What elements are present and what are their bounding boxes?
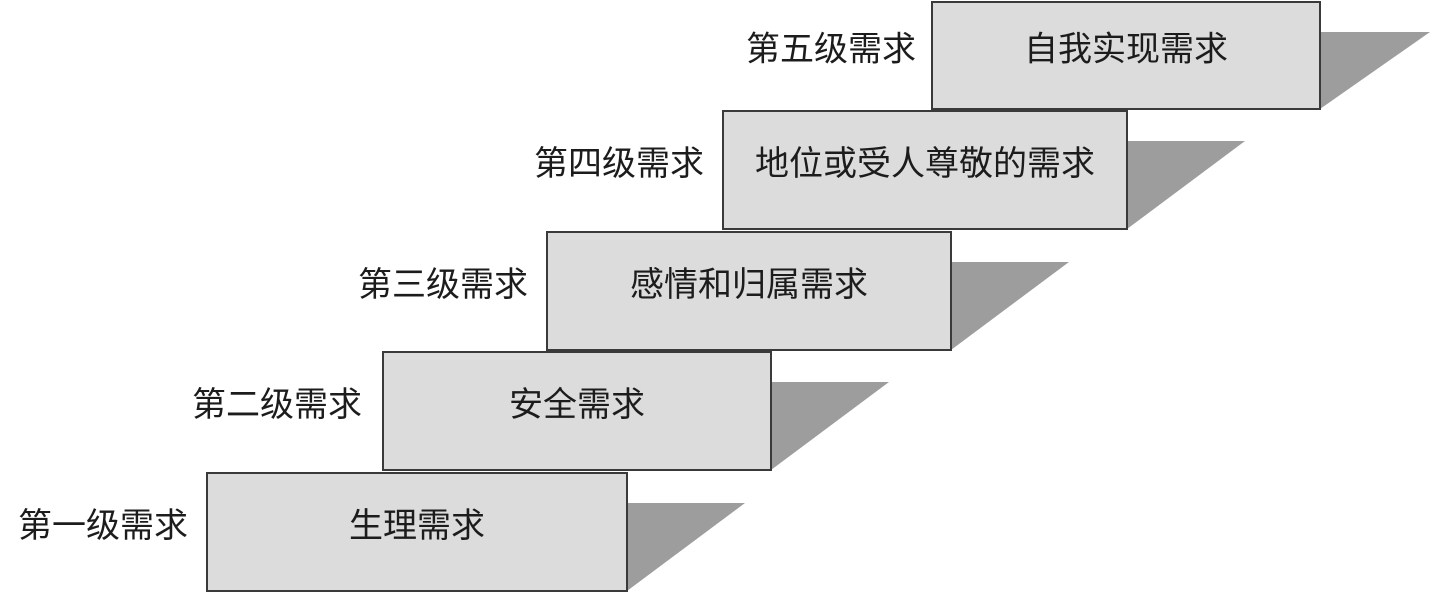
step-4: 地位或受人尊敬的需求 第四级需求 [534, 110, 1245, 230]
step-5-need-label: 自我实现需求 [1024, 30, 1228, 70]
steps-group: 生理需求第一级需求安全需求第二级需求感情和归属需求第三级需求地位或受人尊敬的需求… [18, 1, 1430, 592]
step-5: 自我实现需求 第五级需求 [746, 1, 1430, 110]
step-2: 安全需求 第二级需求 [192, 351, 889, 471]
step-1-level-label: 第一级需求 [18, 506, 188, 546]
step-1: 生理需求 第一级需求 [18, 472, 745, 592]
step-1-need-label: 生理需求 [349, 506, 485, 546]
step-3-box [546, 231, 952, 351]
step-3-need-label: 感情和归属需求 [630, 265, 868, 305]
step-2-box [382, 351, 772, 471]
step-4-shadow [1127, 141, 1245, 229]
step-5-box [931, 1, 1321, 110]
step-3: 感情和归属需求 第三级需求 [358, 231, 1069, 351]
step-5-level-label: 第五级需求 [746, 30, 916, 70]
step-3-shadow [951, 262, 1069, 350]
step-3-level-label: 第三级需求 [358, 265, 528, 305]
step-1-box [206, 472, 628, 592]
step-5-shadow [1320, 32, 1430, 109]
step-4-box [722, 110, 1128, 230]
step-1-shadow [627, 503, 745, 591]
step-4-need-label: 地位或受人尊敬的需求 [755, 144, 1095, 184]
step-2-need-label: 安全需求 [509, 385, 645, 425]
step-4-level-label: 第四级需求 [534, 144, 704, 184]
step-2-level-label: 第二级需求 [192, 385, 362, 425]
step-2-shadow [771, 382, 889, 470]
